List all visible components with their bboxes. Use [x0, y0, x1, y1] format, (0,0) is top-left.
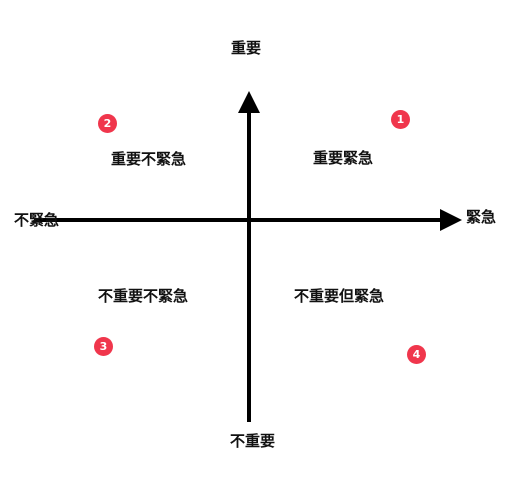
up-arrowhead	[238, 91, 260, 113]
axis-label-urgent: 緊急	[466, 208, 497, 226]
right-arrowhead	[440, 209, 462, 231]
quadrant-number-badge-4: 4	[407, 345, 426, 364]
quadrant-label-not-important-but-urgent: 不重要但緊急	[294, 287, 385, 305]
axis-label-important: 重要	[231, 39, 262, 57]
quadrant-number-badge-1: 1	[391, 110, 410, 129]
quadrant-label-important-urgent: 重要緊急	[313, 149, 374, 167]
quadrant-number-badge-2: 2	[98, 114, 117, 133]
quadrant-label-not-important-not-urgent: 不重要不緊急	[98, 287, 189, 305]
axis-label-not-important: 不重要	[230, 432, 276, 450]
axis-label-not-urgent: 不緊急	[14, 211, 60, 229]
quadrant-number-badge-3: 3	[94, 337, 113, 356]
quadrant-label-important-not-urgent: 重要不緊急	[111, 150, 187, 168]
